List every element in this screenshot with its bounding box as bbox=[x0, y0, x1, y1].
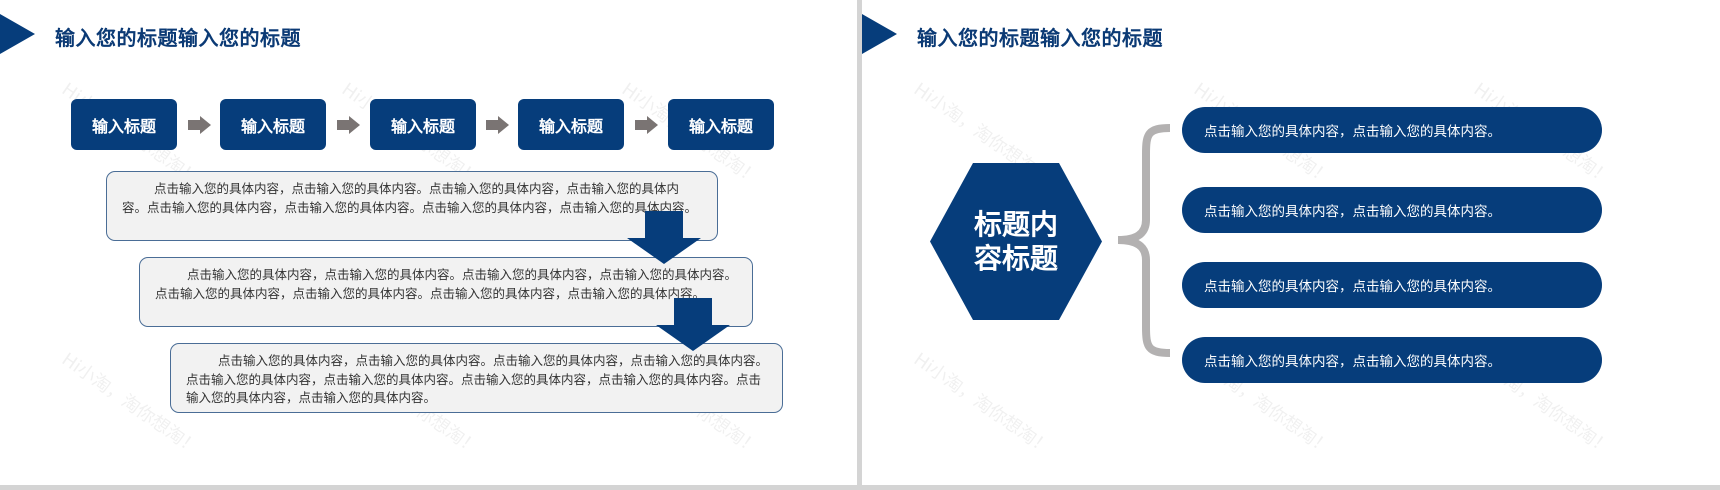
content-item-text: 点击输入您的具体内容，点击输入您的具体内容。 bbox=[1204, 279, 1501, 295]
arrow-right-icon bbox=[635, 116, 659, 134]
content-item-1[interactable]: 点击输入您的具体内容，点击输入您的具体内容。 bbox=[1182, 107, 1602, 153]
slide-title[interactable]: 输入您的标题输入您的标题 bbox=[917, 26, 1163, 50]
content-item-2[interactable]: 点击输入您的具体内容，点击输入您的具体内容。 bbox=[1182, 187, 1602, 233]
arrow-right-icon bbox=[188, 116, 212, 134]
triangle-marker-icon bbox=[862, 14, 897, 54]
process-step-1[interactable]: 输入标题 bbox=[71, 99, 177, 150]
arrow-down-icon bbox=[627, 211, 701, 265]
process-step-2[interactable]: 输入标题 bbox=[220, 99, 326, 150]
hexagon-title-shape[interactable]: 标题内容标题 bbox=[930, 163, 1102, 320]
content-item-text: 点击输入您的具体内容，点击输入您的具体内容。 bbox=[1204, 124, 1501, 140]
content-text-box-3[interactable]: 点击输入您的具体内容，点击输入您的具体内容。点击输入您的具体内容，点击输入您的具… bbox=[170, 343, 783, 413]
content-item-text: 点击输入您的具体内容，点击输入您的具体内容。 bbox=[1204, 204, 1501, 220]
hexagon-label: 标题内容标题 bbox=[973, 207, 1058, 275]
triangle-marker-icon bbox=[0, 14, 35, 54]
content-text: 点击输入您的具体内容，点击输入您的具体内容。点击输入您的具体内容，点击输入您的具… bbox=[186, 353, 769, 405]
slide-title[interactable]: 输入您的标题输入您的标题 bbox=[55, 26, 301, 50]
process-step-3[interactable]: 输入标题 bbox=[370, 99, 476, 150]
content-text-box-1[interactable]: 点击输入您的具体内容，点击输入您的具体内容。点击输入您的具体内容，点击输入您的具… bbox=[106, 171, 718, 241]
content-item-text: 点击输入您的具体内容，点击输入您的具体内容。 bbox=[1204, 354, 1501, 370]
arrow-right-icon bbox=[486, 116, 510, 134]
arrow-right-icon bbox=[337, 116, 361, 134]
slide-right: Hi小淘，淘你想淘！ Hi小淘，淘你想淘！ Hi小淘，淘你想淘！ Hi小淘，淘你… bbox=[862, 0, 1720, 485]
content-text: 点击输入您的具体内容，点击输入您的具体内容。点击输入您的具体内容，点击输入您的具… bbox=[155, 267, 738, 301]
content-item-4[interactable]: 点击输入您的具体内容，点击输入您的具体内容。 bbox=[1182, 337, 1602, 383]
curly-brace-icon bbox=[1117, 124, 1171, 357]
content-item-3[interactable]: 点击输入您的具体内容，点击输入您的具体内容。 bbox=[1182, 262, 1602, 308]
slide-left: Hi小淘，淘你想淘！ Hi小淘，淘你想淘！ Hi小淘，淘你想淘！ Hi小淘，淘你… bbox=[0, 0, 857, 485]
content-text-box-2[interactable]: 点击输入您的具体内容，点击输入您的具体内容。点击输入您的具体内容，点击输入您的具… bbox=[139, 257, 753, 327]
arrow-down-icon bbox=[656, 298, 730, 352]
content-text: 点击输入您的具体内容，点击输入您的具体内容。点击输入您的具体内容，点击输入您的具… bbox=[122, 181, 698, 215]
watermark: Hi小淘，淘你想淘！ bbox=[909, 349, 1056, 460]
process-step-4[interactable]: 输入标题 bbox=[518, 99, 624, 150]
process-step-5[interactable]: 输入标题 bbox=[668, 99, 774, 150]
